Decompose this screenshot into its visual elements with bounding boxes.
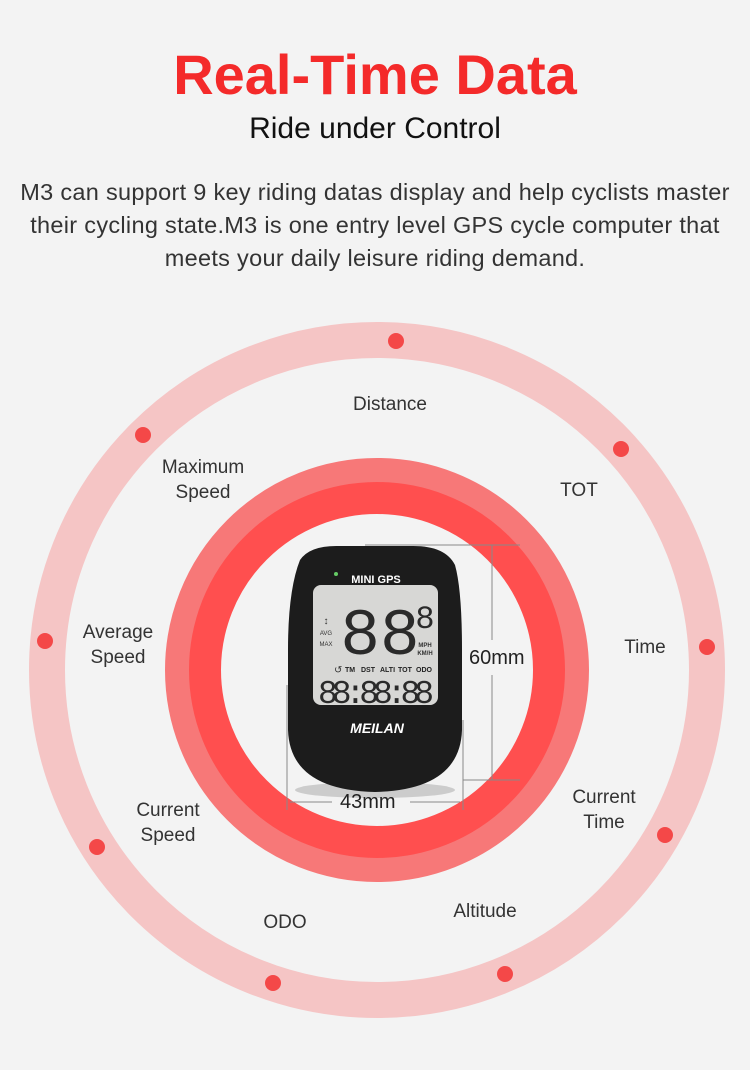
page-title: Real-Time Data (173, 43, 577, 106)
dimension-lines (286, 544, 520, 810)
ring-dot (265, 975, 281, 991)
mode-odo: ODO (416, 667, 433, 674)
mode-tot: TOT (398, 667, 413, 674)
small-digit: 8 (415, 601, 434, 638)
avg-indicator: AVG (320, 631, 333, 637)
max-indicator: MAX (319, 642, 332, 648)
feature-time: Time (624, 637, 666, 658)
unit-mph: MPH (418, 643, 431, 649)
lcd-screen (313, 585, 438, 705)
feature-odo: ODO (263, 912, 307, 933)
inner-ring-outer-band (165, 458, 589, 882)
ring-dot (613, 441, 629, 457)
ring-dot (37, 633, 53, 649)
feature-current-speed: Current Speed (136, 800, 200, 846)
timer-icon: ↺ (334, 665, 342, 676)
description: M3 can support 9 key riding datas displa… (20, 179, 730, 271)
inner-ring (189, 482, 565, 858)
width-dimension: 43mm (340, 791, 396, 813)
mode-tm: TM (345, 667, 355, 674)
up-down-arrow-icon: ↕ (324, 616, 329, 627)
mode-alti: ALTI (380, 667, 395, 674)
ring-dot (89, 839, 105, 855)
ring-dot (388, 333, 404, 349)
page-subtitle: Ride under Control (249, 112, 501, 145)
mode-labels: TM DST ALTI TOT ODO (345, 667, 433, 674)
height-dimension: 60mm (469, 647, 525, 669)
ring-dots (37, 333, 715, 991)
brand-logo: MEILAN (350, 720, 405, 736)
feature-tot: TOT (560, 480, 598, 501)
feature-altitude: Altitude (453, 901, 517, 922)
main-digits: 88 (340, 599, 419, 674)
outer-ring (29, 322, 725, 1018)
time-digits: 88:88:88 (318, 676, 434, 713)
feature-maximum-speed: Maximum Speed (161, 457, 245, 503)
device-label: MINI GPS (351, 574, 401, 586)
gps-device (288, 545, 462, 798)
feature-current-time: Current Time (572, 787, 636, 833)
feature-distance: Distance (353, 394, 427, 415)
mode-dst: DST (361, 667, 376, 674)
ring-dot (135, 427, 151, 443)
feature-average-speed: Average Speed (82, 622, 154, 668)
ring-dot (657, 827, 673, 843)
unit-kmh: KM/H (417, 651, 432, 657)
ring-dot (497, 966, 513, 982)
ring-dot (699, 639, 715, 655)
